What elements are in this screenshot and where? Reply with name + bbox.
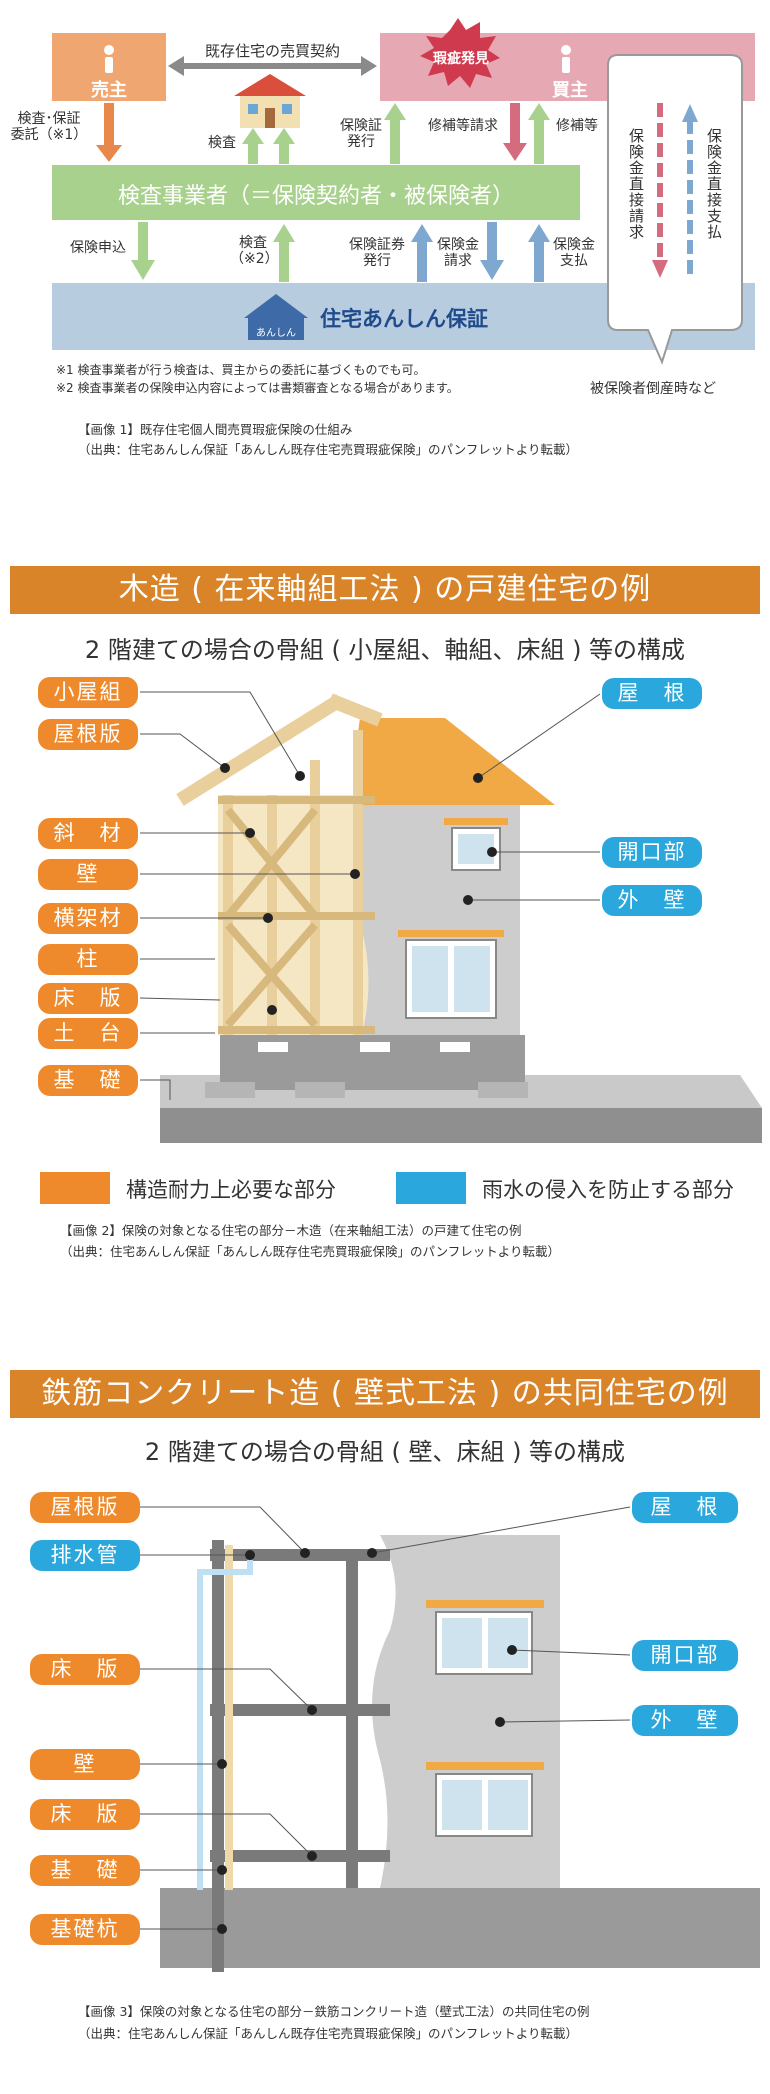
rc-label-yukaban-2: 床 版 xyxy=(30,1799,140,1830)
insurer-logo-text: あんしん xyxy=(256,328,296,339)
contract-label: 既存住宅の売買契約 xyxy=(204,42,340,60)
buyer-person-icon xyxy=(561,45,571,73)
rc-label-yaneban: 屋根版 xyxy=(30,1492,140,1523)
rc-label-yukaban-1: 床 版 xyxy=(30,1654,140,1685)
direct-payment-label: 保険金直接支払 xyxy=(705,128,723,240)
legend-blue-swatch xyxy=(396,1172,466,1204)
payment-label: 保険金 支払 xyxy=(553,237,595,269)
seller-label: 売主 xyxy=(91,80,127,101)
caption-3: 【画像 3】保険の対象となる住宅の部分－鉄筋コンクリート造（壁式工法）の共同住宅… xyxy=(78,2004,590,2019)
buyer-label: 買主 xyxy=(552,80,588,101)
rc-label-kabe: 壁 xyxy=(30,1749,140,1780)
note-1: ※1 検査事業者が行う検査は、買主からの委託に基づくものでも可。 xyxy=(56,363,426,377)
rc-banner: 鉄筋コンクリート造 ( 壁式工法 ) の共同住宅の例 xyxy=(10,1370,760,1418)
inspector-label: 検査事業者（＝保険契約者・被保険者） xyxy=(117,184,514,209)
rc-label-yane: 屋 根 xyxy=(632,1492,738,1523)
caption-3-source: （出典：住宅あんしん保証「あんしん既存住宅売買瑕疵保険」のパンフレットより転載） xyxy=(78,2026,579,2041)
defect-label: 瑕疵発見 xyxy=(433,51,489,67)
rc-subtitle: 2 階建ての場合の骨組 ( 壁、床組 ) 等の構成 xyxy=(144,1438,626,1466)
wood-label-kiso: 基 礎 xyxy=(38,1065,138,1096)
caption-2-source: （出典：住宅あんしん保証「あんしん既存住宅売買瑕疵保険」のパンフレットより転載） xyxy=(60,1244,561,1259)
wood-label-yane: 屋 根 xyxy=(602,678,702,709)
wood-label-koyagumi: 小屋組 xyxy=(38,677,138,708)
wood-label-hashira: 柱 xyxy=(38,944,138,975)
cert-issue2-label: 保険証券 発行 xyxy=(349,237,405,269)
wood-subtitle: 2 階建ての場合の骨組 ( 小屋組、軸組、床組 ) 等の構成 xyxy=(84,636,686,664)
bankrupt-callout xyxy=(607,54,743,365)
defect-burst xyxy=(420,18,500,88)
wood-label-dodai: 土 台 xyxy=(38,1018,138,1049)
wood-label-yukaban: 床 版 xyxy=(38,983,138,1014)
wood-label-gaiheki: 外 壁 xyxy=(602,885,702,916)
wood-label-kaikoubu: 開口部 xyxy=(602,837,702,868)
wood-label-okakazai: 横架材 xyxy=(38,903,138,934)
rc-label-kisokui: 基礎杭 xyxy=(30,1914,140,1945)
insurer-logo-icon xyxy=(244,294,308,340)
caption-2: 【画像 2】保険の対象となる住宅の部分－木造（在来軸組工法）の戸建て住宅の例 xyxy=(60,1223,522,1238)
wood-label-yaneban: 屋根版 xyxy=(38,719,138,750)
flow-diagram-shapes xyxy=(52,18,755,365)
direct-claim-label: 保険金直接請求 xyxy=(627,128,645,240)
rc-label-kiso: 基 礎 xyxy=(30,1855,140,1886)
repair-label: 修補等 xyxy=(556,118,598,134)
claim-label: 保険金 請求 xyxy=(437,237,479,269)
apply-label: 保険申込 xyxy=(70,240,126,256)
inspector-box xyxy=(52,165,580,220)
request-inspection-label: 検査･保証 委託（※1） xyxy=(10,111,88,143)
wood-label-shazai: 斜 材 xyxy=(38,818,138,849)
wood-label-kabe: 壁 xyxy=(38,859,138,890)
caption-1: 【画像 1】既存住宅個人間売買瑕疵保険の仕組み xyxy=(78,422,353,437)
rc-label-gaiheki: 外 壁 xyxy=(632,1705,738,1736)
note-2: ※2 検査事業者の保険申込内容によっては書類審査となる場合があります。 xyxy=(56,381,459,395)
house-icon xyxy=(234,74,306,128)
cert-issue-label: 保険証 発行 xyxy=(340,118,382,150)
rc-label-kaikoubu: 開口部 xyxy=(632,1640,738,1671)
inspection-label: 検査 xyxy=(208,135,236,151)
caption-1-source: （出典：住宅あんしん保証「あんしん既存住宅売買瑕疵保険」のパンフレットより転載） xyxy=(78,442,579,457)
bankrupt-label: 被保険者倒産時など xyxy=(590,381,716,397)
legend-structural-label: 構造耐力上必要な部分 xyxy=(126,1178,336,1202)
rc-label-haisuikan: 排水管 xyxy=(30,1540,140,1571)
repair-request-label: 修補等請求 xyxy=(428,118,498,134)
seller-person-icon xyxy=(104,45,114,73)
legend-water-label: 雨水の侵入を防止する部分 xyxy=(482,1178,734,1202)
inspection2-label: 検査 （※2） xyxy=(230,235,279,267)
insurer-label: 住宅あんしん保証 xyxy=(320,307,488,331)
wood-banner: 木造 ( 在来軸組工法 ) の戸建住宅の例 xyxy=(10,566,760,614)
wood-house-illustration xyxy=(139,691,762,1143)
legend-orange-swatch xyxy=(40,1172,110,1204)
